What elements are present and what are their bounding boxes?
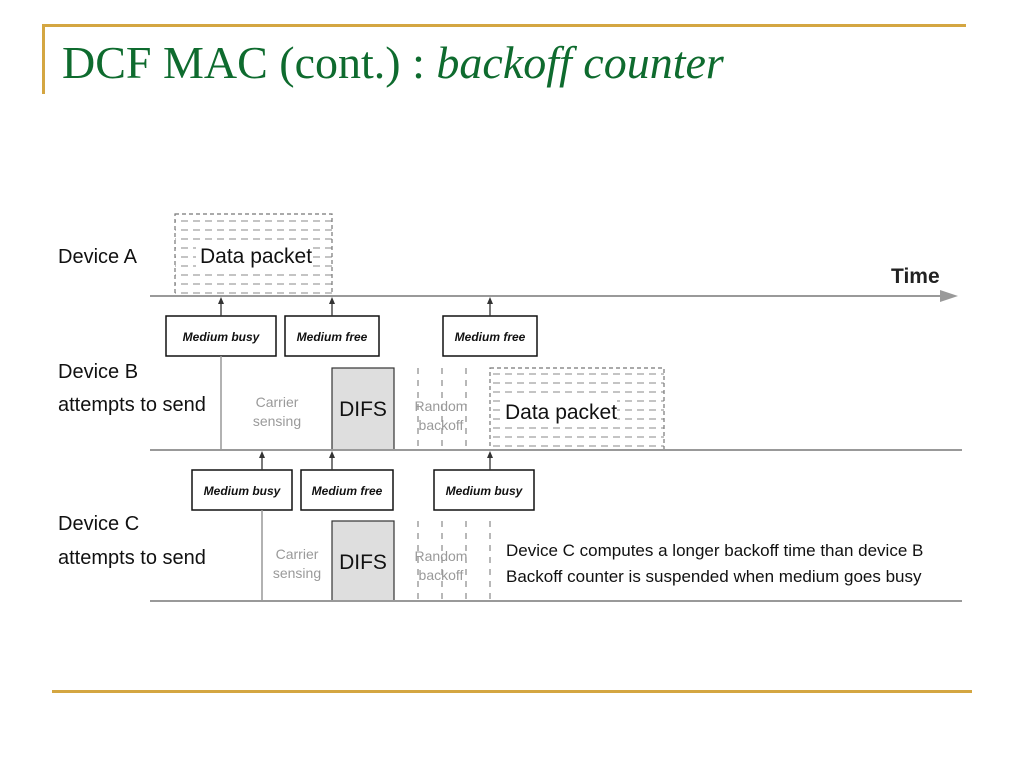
device-c-difs-block [331,520,395,602]
device-c-medium-free-text: Medium free [312,484,383,498]
time-axis-arrowhead [940,290,958,302]
device-b-random-text-2: backoff [419,417,464,433]
device-c-busy-arrowhead-2 [487,451,493,458]
device-b-medium-free-text-2: Medium free [455,330,526,344]
device-c-random-text-2: backoff [419,567,464,583]
device-c-note-line1: Device C computes a longer backoff time … [506,541,923,560]
device-b-medium-free-box-1 [284,315,380,357]
device-b-medium-busy-box [165,315,277,357]
device-c-medium-busy-box-1 [191,469,293,511]
device-c-free-arrowhead [329,451,335,458]
device-c-label-line1: Device C [58,513,139,535]
device-b-free-arrowhead-2 [487,297,493,304]
device-c-difs-text: DIFS [339,551,387,574]
time-label: Time [891,265,940,288]
device-c-note-line2: Backoff counter is suspended when medium… [506,567,922,586]
device-c-medium-busy-text-2: Medium busy [446,484,524,498]
device-c-medium-free-box [300,469,394,511]
device-a-packet-label: Data packet [200,245,312,268]
device-b-medium-free-box-2 [442,315,538,357]
title-sub: backoff counter [436,37,724,88]
bottom-rule [52,690,972,693]
device-b-difs-text: DIFS [339,398,387,421]
device-b-label-line1: Device B [58,361,138,383]
left-accent-rule [42,24,45,94]
device-b-carrier-text-2: sensing [253,413,301,429]
device-b-packet-label-bg [501,398,617,426]
device-b-label-line2: attempts to send [58,394,206,416]
device-c-label-line2: attempts to send [58,547,206,569]
device-b-random-text-1: Random [415,398,468,414]
device-c-busy-arrowhead-1 [259,451,265,458]
device-b-medium-busy-text: Medium busy [183,330,261,344]
device-a-label: Device A [58,246,138,268]
device-c-medium-busy-text-1: Medium busy [204,484,282,498]
top-rule [42,24,966,27]
device-c-medium-busy-box-2 [433,469,535,511]
device-b-packet-label: Data packet [505,401,617,424]
device-c-random-text-1: Random [415,548,468,564]
device-b-carrier-text-1: Carrier [256,394,299,410]
device-c-carrier-text-2: sensing [273,565,321,581]
slide-title: DCF MAC (cont.) : backoff counter [62,36,724,89]
device-b-busy-arrowhead [218,297,224,304]
title-main: DCF MAC (cont.) : [62,37,437,88]
device-b-medium-free-text-1: Medium free [297,330,368,344]
device-b-free-arrowhead-1 [329,297,335,304]
device-c-carrier-text-1: Carrier [276,546,319,562]
device-a-packet-label-bg [196,242,310,268]
